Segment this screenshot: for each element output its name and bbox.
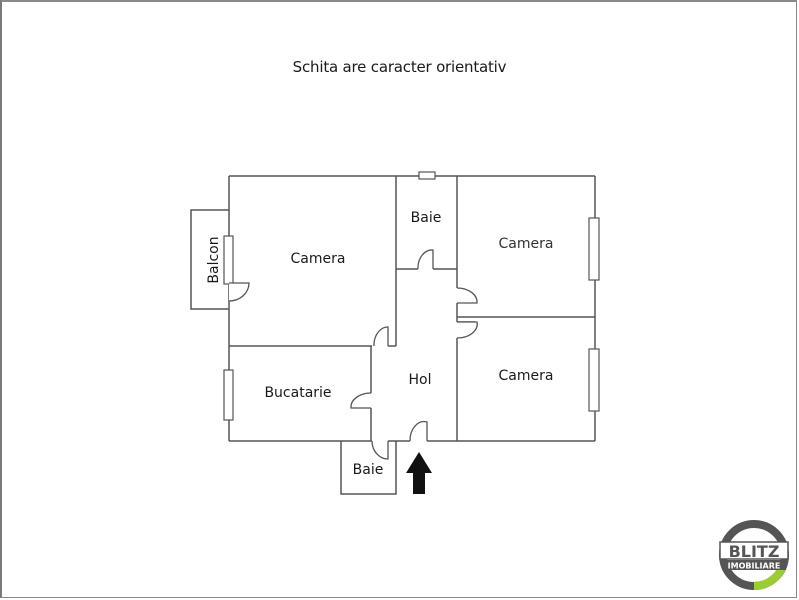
room-label-bucatarie: Bucatarie <box>264 385 331 401</box>
room-label-camera-left: Camera <box>291 251 346 267</box>
logo-text-blitz: BLITZ <box>729 542 780 561</box>
room-label-camera-top-right: Camera <box>499 236 554 252</box>
room-label-baie-bottom: Baie <box>353 462 384 478</box>
logo-text-imobiliare: IMOBILIARE <box>728 562 781 571</box>
windows <box>223 171 600 421</box>
room-label-camera-bottom-right: Camera <box>499 368 554 384</box>
blitz-imobiliare-logo: BLITZ IMOBILIARE <box>719 520 789 590</box>
doors <box>228 249 478 460</box>
plan-disclaimer-title: Schita are caracter orientativ <box>292 58 507 76</box>
room-label-baie-top: Baie <box>411 210 442 226</box>
room-label-balcon: Balcon <box>206 236 222 283</box>
room-label-hol: Hol <box>409 372 432 388</box>
entrance-arrow-icon <box>406 452 432 494</box>
walls <box>190 175 596 495</box>
